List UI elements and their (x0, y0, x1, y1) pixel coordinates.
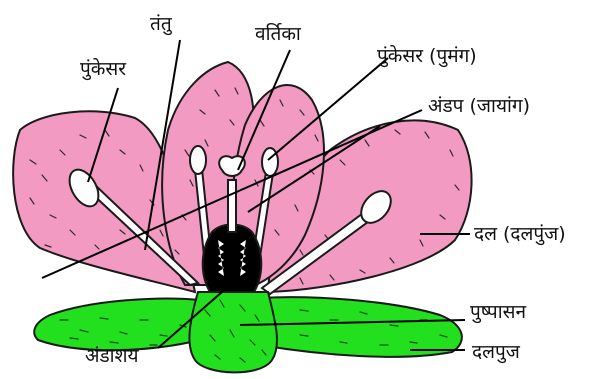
anther-mid-left (190, 146, 206, 174)
style (228, 180, 236, 232)
label-petal: दल (दलपुंज) (474, 223, 566, 246)
anther-mid-right (262, 148, 278, 176)
label-androecium: पुंकेसर (पुमंग) (377, 44, 477, 68)
label-receptacle: पुष्पासन (470, 301, 526, 324)
ovary (203, 225, 262, 293)
label-sepal: दलपुज (472, 341, 521, 364)
receptacle (189, 292, 277, 372)
label-ovary: अंडाशय (85, 345, 140, 367)
label-style: वर्तिका (255, 22, 302, 45)
stigma (219, 156, 245, 176)
right-sepal (260, 297, 462, 357)
label-stamen-left: पुंकेसर (80, 57, 127, 81)
label-gynoecium: अंडप (जायांग) (428, 95, 530, 117)
label-filament: तंतु (150, 13, 173, 36)
